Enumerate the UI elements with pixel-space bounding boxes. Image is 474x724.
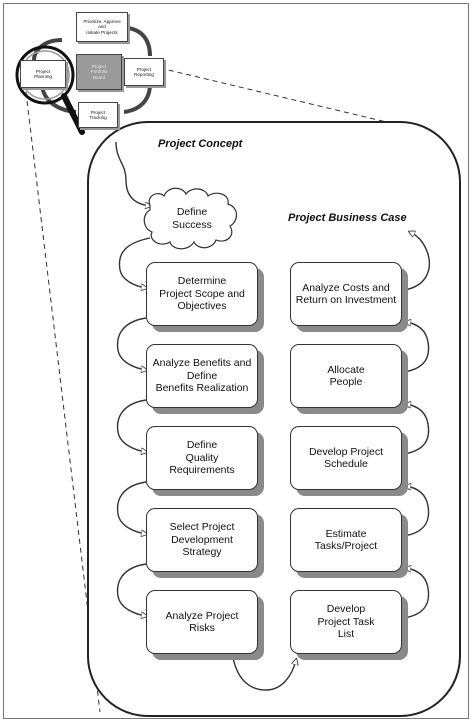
zoom-line-right bbox=[159, 67, 421, 131]
left-connector-arrows bbox=[116, 237, 151, 616]
bottom-uturn-arrow bbox=[231, 651, 296, 691]
step-develop-task-list: Develop Project Task List bbox=[290, 590, 402, 654]
step-analyze-benefits: Analyze Benefits and Define Benefits Rea… bbox=[146, 344, 258, 408]
project-concept-label: Project Concept bbox=[158, 138, 243, 150]
define-success-text: Define Success bbox=[172, 206, 212, 231]
business-case-label: Project Business Case bbox=[288, 212, 407, 224]
right-connector-arrows bbox=[404, 232, 431, 619]
overview-box-portfolio-board: Project Portfolio Board bbox=[76, 54, 122, 90]
overview-box-tracking: Project Tracking bbox=[78, 102, 118, 128]
step-select-strategy: Select Project Development Strategy bbox=[146, 508, 258, 572]
overview-box-reporting: Project Reporting bbox=[124, 58, 164, 86]
step-analyze-costs: Analyze Costs and Return on Investment bbox=[290, 262, 402, 326]
step-determine-scope: Determine Project Scope and Objectives bbox=[146, 262, 258, 326]
step-analyze-risks: Analyze Project Risks bbox=[146, 590, 258, 654]
step-estimate-tasks: Estimate Tasks/Project bbox=[290, 508, 402, 572]
step-define-quality: Define Quality Requirements bbox=[146, 426, 258, 490]
figure-frame bbox=[3, 3, 469, 719]
step-allocate-people: Allocate People bbox=[290, 344, 402, 408]
overview-box-initiate: Prioritize, Approve and Initiate Project… bbox=[76, 12, 128, 42]
step-develop-schedule: Develop Project Schedule bbox=[290, 426, 402, 490]
concept-entry-arrow bbox=[115, 141, 150, 206]
define-success-cloud bbox=[143, 187, 238, 250]
overview-box-planning: Project Planning bbox=[20, 60, 66, 88]
